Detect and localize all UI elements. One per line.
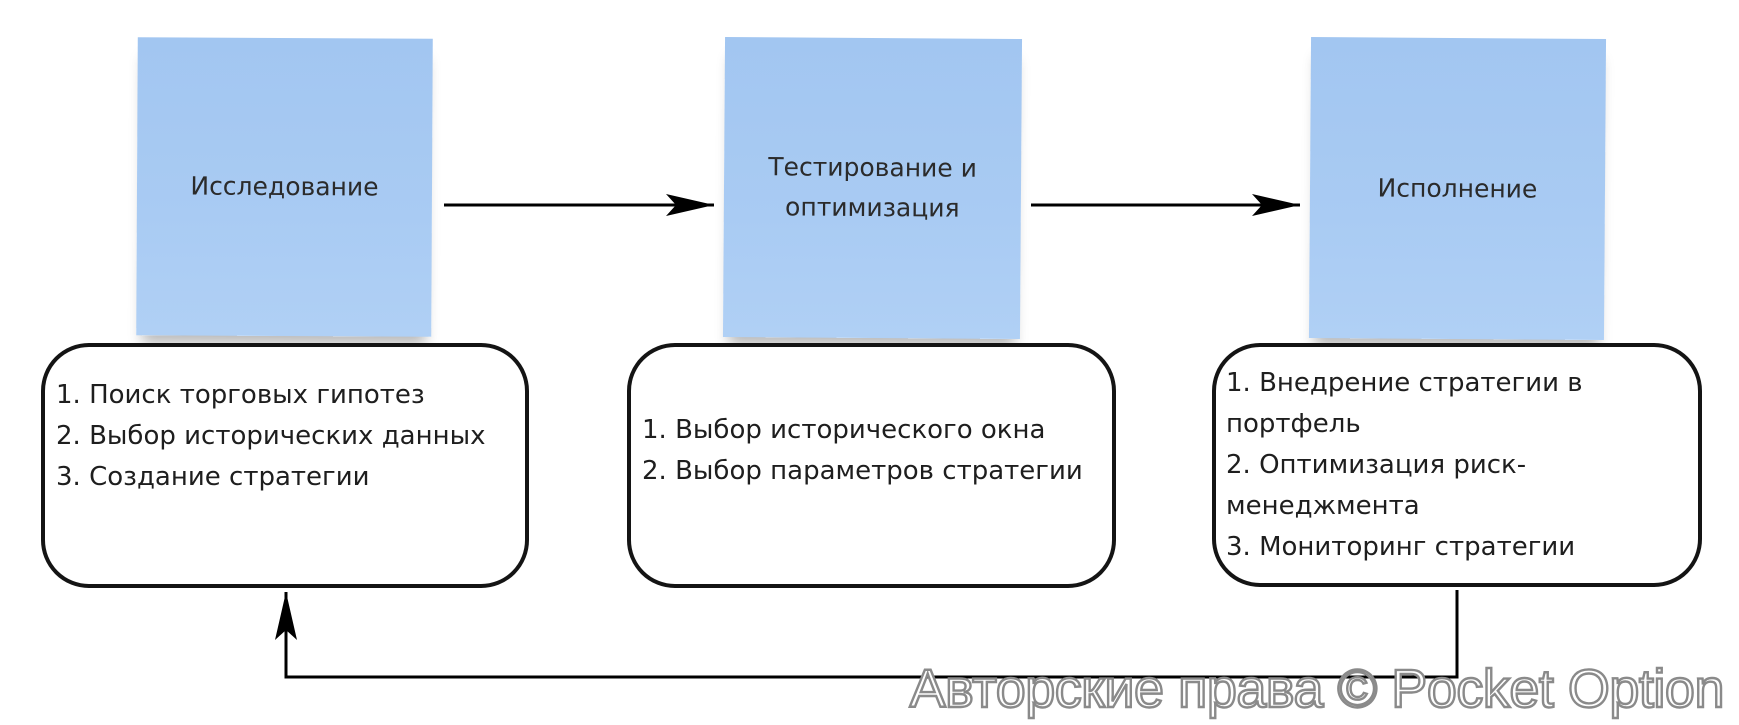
list-item: 3. Мониторинг стратегии [1226,532,1576,562]
list-item: 2. Выбор параметров стратегии [642,455,1083,486]
list-item: 1. Внедрение стратегии в портфель [1226,368,1583,439]
stage-execution-box[interactable]: 1. Внедрение стратегии в портфель 2. Опт… [1212,343,1702,587]
stage-testing-box[interactable]: 1. Выбор исторического окна 2. Выбор пар… [627,343,1116,588]
list-item: 2. Оптимизация риск-менеджмента [1226,450,1527,521]
list-item: 2. Выбор исторических данных [56,421,486,451]
stage-research-box[interactable]: 1. Поиск торговых гипотез 2. Выбор истор… [41,343,529,588]
copyright-watermark: Авторские права © Pocket Option [908,658,1725,720]
arrow-execution-to-research[interactable] [275,590,1459,679]
stage-testing-list: 1. Выбор исторического окна 2. Выбор пар… [642,410,1083,492]
list-item: 3. Создание стратегии [56,462,370,492]
stage-execution-list: 1. Внедрение стратегии в портфель 2. Опт… [1226,363,1606,568]
list-item: 1. Поиск торговых гипотез [56,380,425,410]
list-item: 1. Выбор исторического окна [642,414,1046,445]
stage-research-list: 1. Поиск торговых гипотез 2. Выбор истор… [56,375,486,498]
